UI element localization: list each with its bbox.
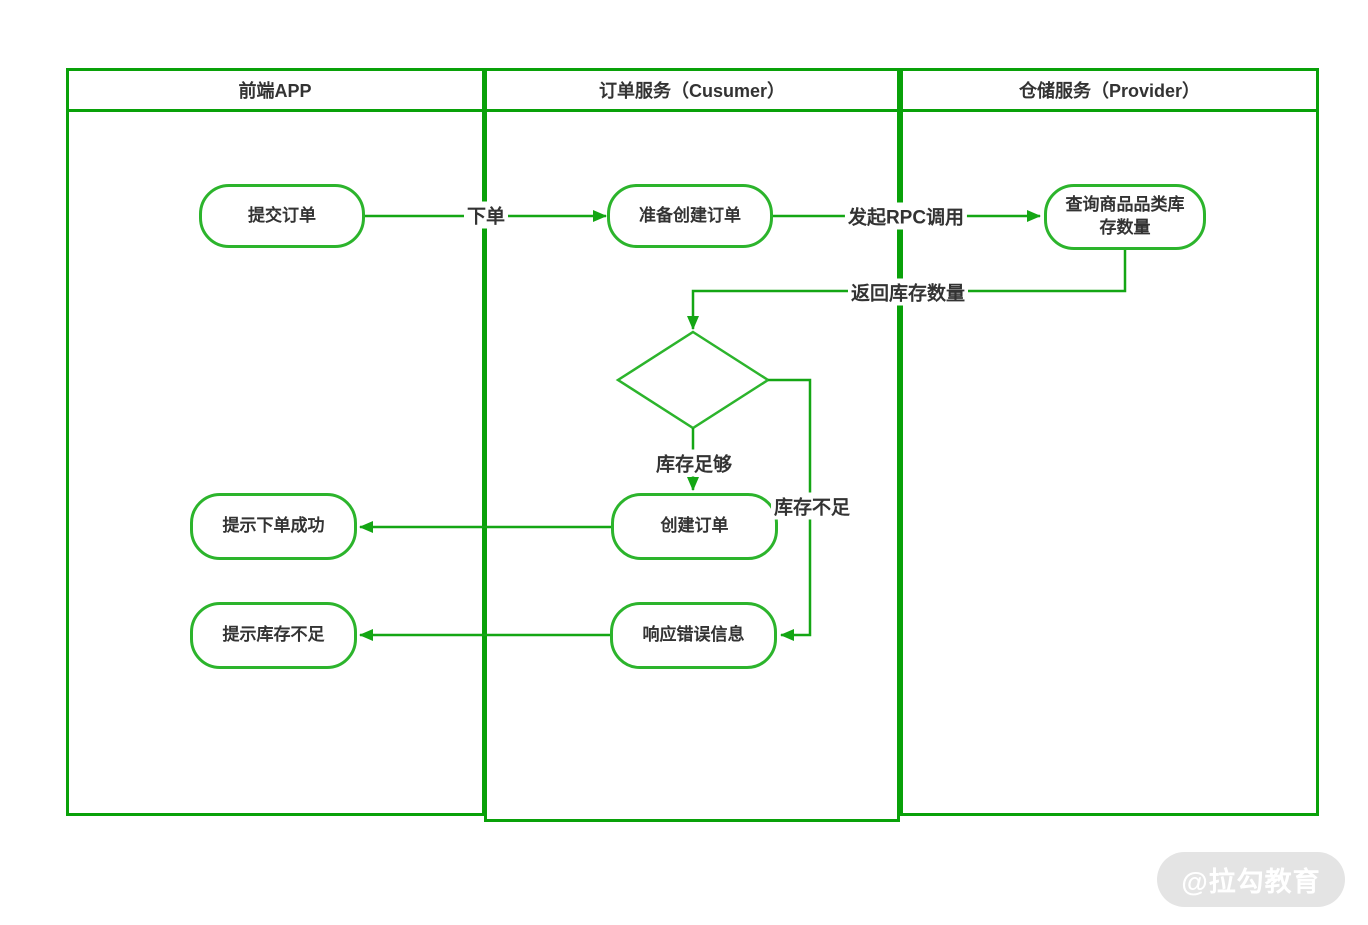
edge-label-place-order: 下单 — [463, 201, 509, 229]
lane-header-warehouse-service: 仓储服务（Provider） — [1018, 80, 1201, 101]
lane-warehouse-service-border — [900, 68, 1319, 816]
lane-frontend-border — [66, 68, 485, 816]
node-respond-error: 响应错误信息 — [610, 602, 777, 669]
node-submit-order: 提交订单 — [199, 184, 365, 248]
decision-diamond — [615, 330, 771, 430]
node-notify-order-success: 提示下单成功 — [190, 493, 357, 560]
lane-header-order-service: 订单服务（Cusumer） — [598, 80, 786, 101]
node-query-stock: 查询商品品类库存数量 — [1044, 184, 1206, 250]
watermark-badge: @拉勾教育 — [1157, 852, 1345, 907]
lane-order-service-border — [484, 68, 900, 822]
edge-label-rpc-call: 发起RPC调用 — [844, 202, 968, 230]
node-notify-stock-insufficient: 提示库存不足 — [190, 602, 357, 669]
node-create-order: 创建订单 — [611, 493, 778, 560]
edge-label-return-stock: 返回库存数量 — [847, 278, 969, 306]
edge-label-stock-sufficient: 库存足够 — [652, 449, 736, 477]
edge-label-stock-insufficient: 库存不足 — [770, 492, 854, 520]
node-prepare-create-order: 准备创建订单 — [607, 184, 773, 248]
lane-header-frontend: 前端APP — [238, 80, 312, 101]
